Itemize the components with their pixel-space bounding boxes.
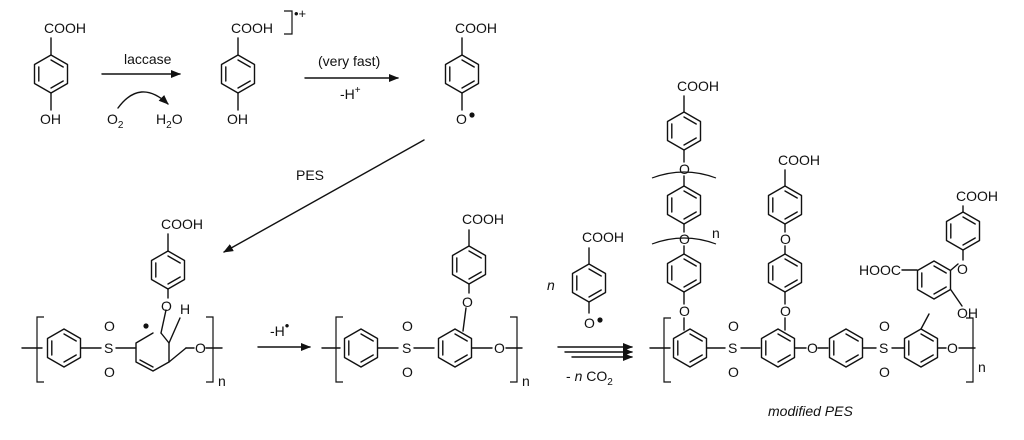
cooh-label: COOH [778, 152, 820, 168]
modified-pes-caption: modified PES [768, 403, 853, 419]
left-bracket [36, 316, 44, 383]
radical-cation: COOH OH •+ [220, 6, 306, 127]
sulfonyl-o-bottom: O [879, 364, 890, 380]
sulfur-label: S [104, 340, 113, 356]
cooh-label: COOH [455, 20, 497, 36]
o-label: O [584, 315, 595, 331]
polymerization-step: n COOH O - n CO2 [547, 229, 633, 388]
sulfonyl-o-bottom: O [104, 364, 115, 380]
pes-step: PES [223, 139, 425, 253]
n-coefficient: n [547, 277, 555, 293]
sulfur-label: S [402, 340, 411, 356]
cooh-label: COOH [956, 188, 998, 204]
sulfonyl-o-top: O [879, 318, 890, 334]
ether-o: O [161, 298, 172, 314]
cooh-label: COOH [231, 20, 273, 36]
ether-o: O [780, 303, 791, 319]
ether-o: O [462, 294, 473, 310]
sulfur-label: S [728, 340, 737, 356]
chain-o: O [494, 340, 505, 356]
bracket [284, 10, 293, 35]
radical-dot [597, 317, 603, 323]
h2o-label: H2O [156, 111, 183, 131]
minus-h-radical-label: -H• [270, 318, 290, 339]
minus-n-co2-label: - n CO2 [566, 368, 613, 388]
radical-dot [143, 323, 149, 329]
sulfonyl-o-top: O [728, 318, 739, 334]
radical-dot [469, 112, 475, 118]
cooh-label: COOH [677, 78, 719, 94]
sulfur-label: S [879, 340, 888, 356]
chain-o: O [947, 340, 958, 356]
right-bracket [510, 316, 518, 383]
ether-o: O [679, 231, 690, 247]
right-bracket [966, 317, 974, 383]
o-label: O [456, 111, 467, 127]
repeat-n: n [978, 359, 986, 375]
repeat-n: n [522, 373, 530, 389]
repeat-n: n [218, 373, 226, 389]
radical-intermediate: n S O O O H O COOH [21, 216, 226, 389]
cooh-label: COOH [44, 20, 86, 36]
left-bracket [335, 316, 343, 383]
very-fast-step: (very fast) -H+ [304, 53, 399, 102]
laccase-step: laccase O2 H2O [101, 51, 183, 131]
oh-label: OH [40, 111, 61, 127]
cooh-label: COOH [582, 229, 624, 245]
hydroxybenzoic-acid: COOH OH [33, 20, 86, 127]
cooh-label: COOH [462, 211, 504, 227]
minus-h-plus-label: -H+ [340, 85, 361, 102]
ether-o: O [780, 231, 791, 247]
oh-label: OH [957, 305, 978, 321]
repeat-bracket-bottom [651, 237, 717, 245]
phenoxy-radical: COOH O [444, 20, 497, 127]
minus-h-radical-step: -H• [257, 318, 311, 351]
sulfonyl-o-top: O [402, 318, 413, 334]
sulfonyl-o-bottom: O [728, 364, 739, 380]
repeat-bracket-top [651, 171, 717, 179]
right-bracket [206, 316, 214, 383]
pes-label: PES [296, 167, 324, 183]
oh-label: OH [227, 111, 248, 127]
chain-o: O [195, 340, 206, 356]
radical-cation-charge: •+ [294, 6, 306, 21]
h-label: H [180, 301, 190, 317]
modified-pes-polymer: n S O O O S O O O O O O COOH n O O COOH … [649, 78, 998, 419]
left-bracket [663, 317, 671, 383]
o2-label: O2 [107, 111, 124, 131]
sulfonyl-o-bottom: O [402, 364, 413, 380]
modified-pes-unit: n S O O O O COOH [321, 211, 530, 389]
hooc-label: HOOC [859, 262, 901, 278]
ether-o: O [957, 261, 968, 277]
oligomer-n: n [712, 225, 720, 241]
laccase-label: laccase [124, 51, 172, 67]
ether-o: O [679, 161, 690, 177]
ether-o: O [679, 303, 690, 319]
very-fast-label: (very fast) [318, 53, 380, 69]
sulfonyl-o-top: O [104, 318, 115, 334]
chain-o: O [807, 340, 818, 356]
cooh-label: COOH [161, 216, 203, 232]
